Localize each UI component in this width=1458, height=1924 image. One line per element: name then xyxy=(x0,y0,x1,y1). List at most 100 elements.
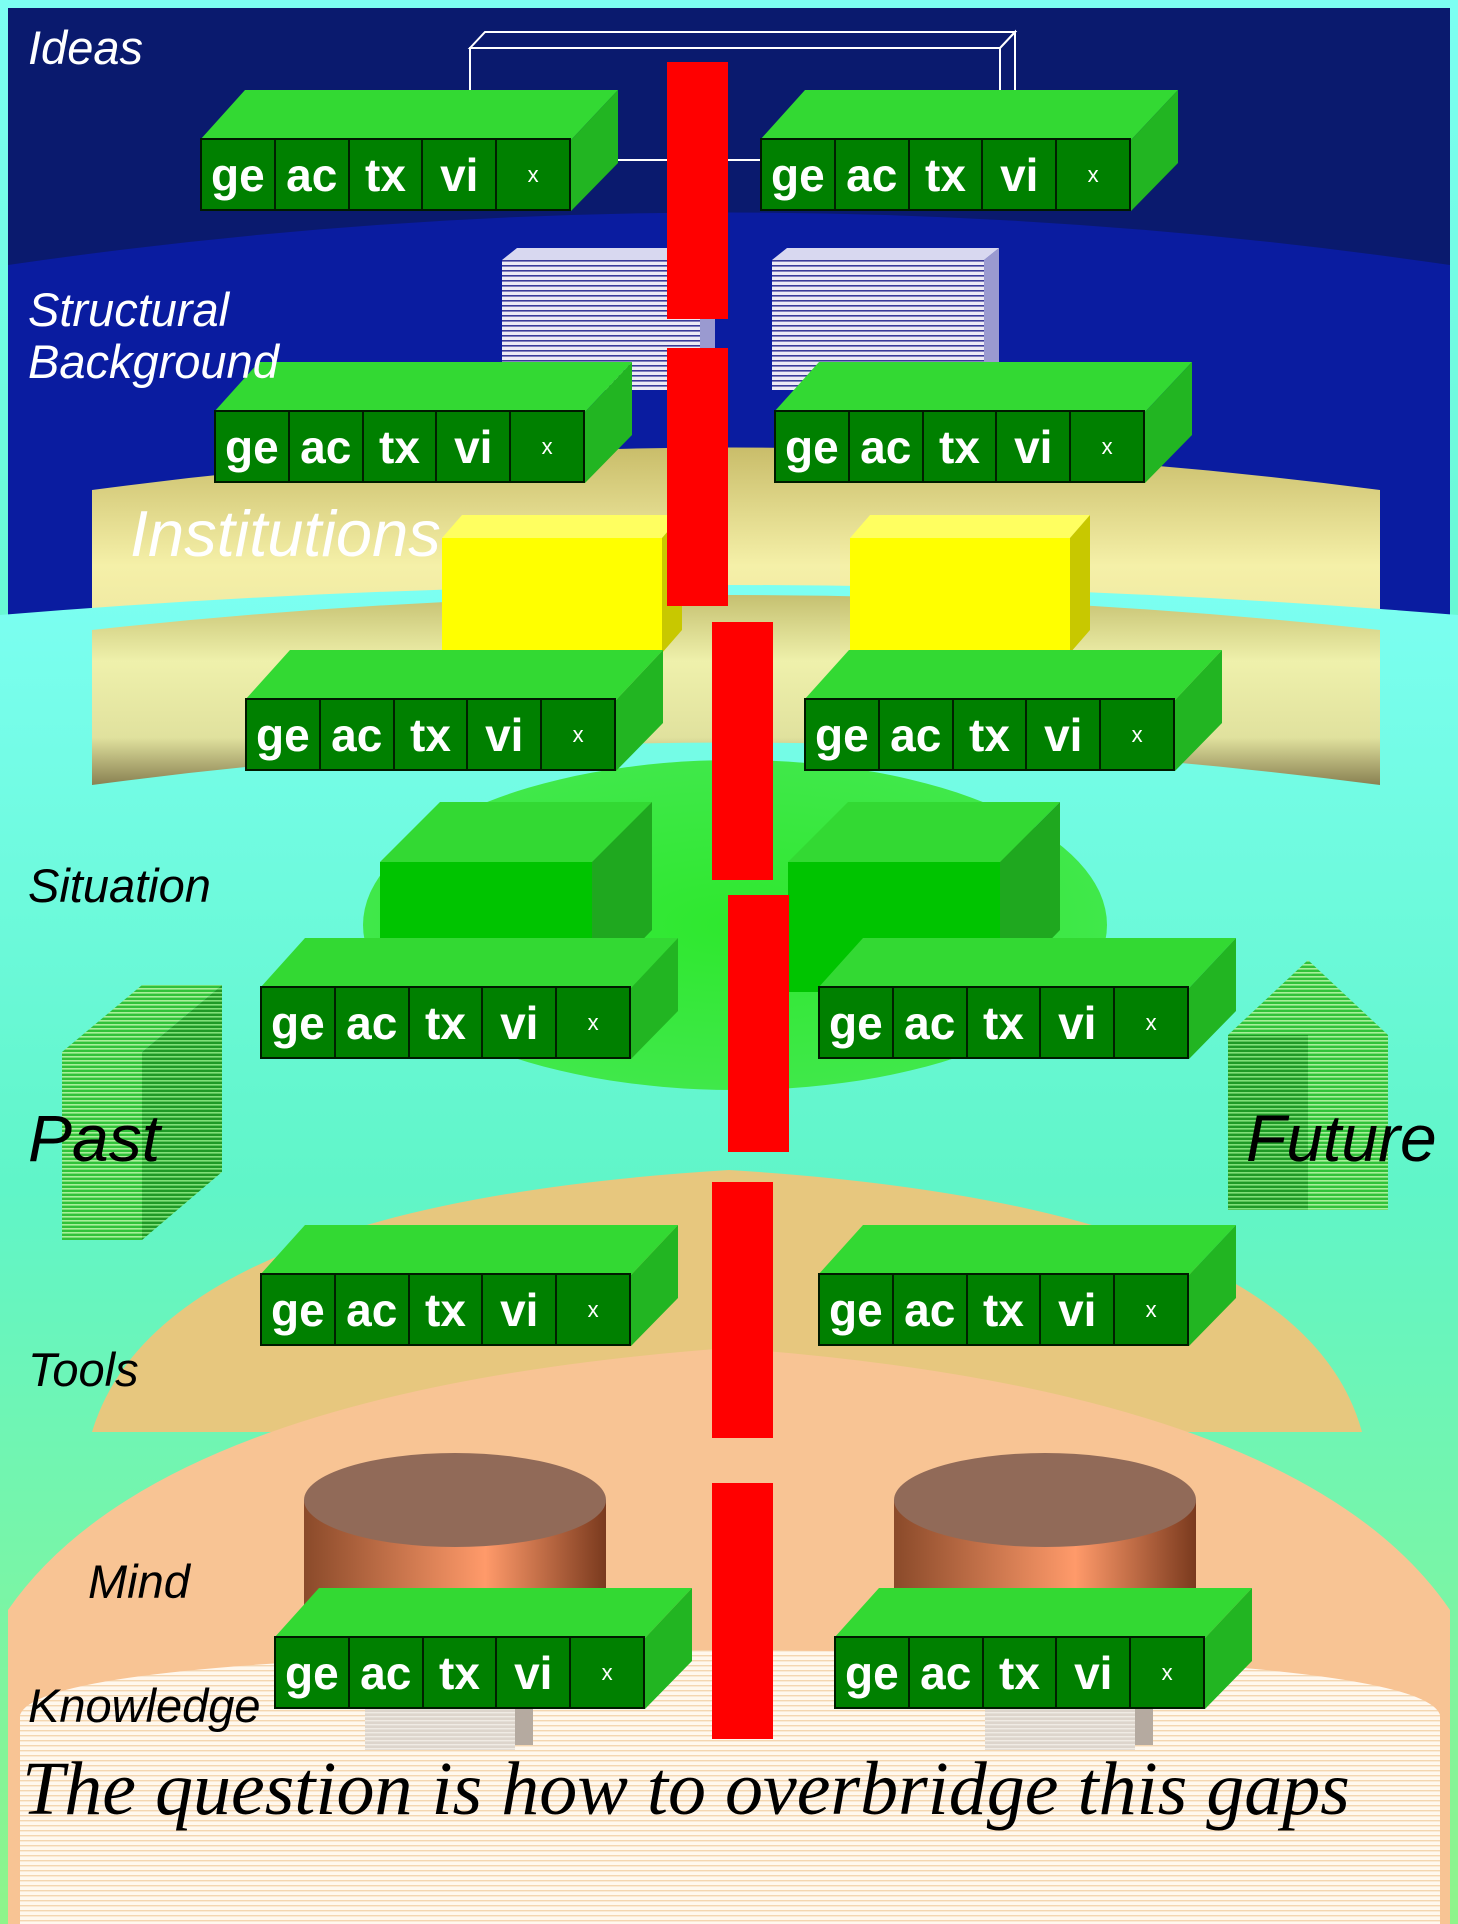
box-top-face xyxy=(760,90,1178,140)
box-cell: tx xyxy=(395,700,469,769)
question-text: The question is how to overbridge this g… xyxy=(22,1747,1350,1831)
box-cell: ac xyxy=(336,1275,410,1344)
box-top-face xyxy=(260,938,678,988)
box-cell: vi xyxy=(483,1275,558,1344)
box-cell: tx xyxy=(364,412,438,481)
box-cell: ge xyxy=(820,1275,894,1344)
box-cell: ac xyxy=(910,1638,984,1707)
mind-label: Mind xyxy=(88,1555,190,1608)
box-cell: ge xyxy=(776,412,850,481)
gap-bar xyxy=(712,1182,773,1438)
box-cell: x xyxy=(527,161,539,187)
box-cell: ac xyxy=(336,988,410,1057)
box-cell: x xyxy=(587,1009,599,1035)
box-top-face xyxy=(214,362,632,412)
time-slabs xyxy=(62,960,1388,1240)
gap-bars xyxy=(667,62,789,1739)
box-cell: x xyxy=(1087,161,1099,187)
box-top-face xyxy=(804,650,1222,700)
box-cell: ge xyxy=(836,1638,910,1707)
box-cell: tx xyxy=(968,988,1042,1057)
box-cell: tx xyxy=(350,140,424,209)
box-cell: x xyxy=(1145,1296,1157,1322)
box-top-face xyxy=(818,1225,1236,1275)
box-cell: tx xyxy=(954,700,1028,769)
future-label: Future xyxy=(1246,1101,1437,1175)
box-cell: vi xyxy=(497,1638,572,1707)
past-label: Past xyxy=(28,1101,161,1175)
box-cell: ge xyxy=(276,1638,350,1707)
box-cell: vi xyxy=(1027,700,1102,769)
box-cell: ge xyxy=(806,700,880,769)
box-cell: ac xyxy=(290,412,364,481)
box-cell: vi xyxy=(1041,988,1116,1057)
box-cell: ac xyxy=(836,140,910,209)
box-cell: tx xyxy=(924,412,998,481)
box-cell: x xyxy=(541,433,553,459)
knowledge-label: Knowledge xyxy=(28,1679,261,1732)
box-top-face xyxy=(200,90,618,140)
box-cell: vi xyxy=(1057,1638,1132,1707)
box-top-face xyxy=(274,1588,692,1638)
box-cell: x xyxy=(1131,721,1143,747)
gap-bar xyxy=(667,62,728,319)
box-cell: tx xyxy=(968,1275,1042,1344)
box-cell: x xyxy=(587,1296,599,1322)
box-top-face xyxy=(818,938,1236,988)
box-top-face xyxy=(245,650,663,700)
gap-bar xyxy=(728,895,789,1152)
box-cell: vi xyxy=(983,140,1058,209)
box-cell: ac xyxy=(894,988,968,1057)
box-cell: x xyxy=(572,721,584,747)
box-cell: ac xyxy=(880,700,954,769)
box-cell: ac xyxy=(276,140,350,209)
box-cell: tx xyxy=(410,988,484,1057)
box-top-face xyxy=(774,362,1192,412)
box-cell: ge xyxy=(216,412,290,481)
institutions-label: Institutions xyxy=(130,497,441,570)
box-top-face xyxy=(834,1588,1252,1638)
box-cell: ge xyxy=(820,988,894,1057)
box-cell: vi xyxy=(468,700,543,769)
box-cell: tx xyxy=(984,1638,1058,1707)
box-cell: ge xyxy=(247,700,321,769)
box-cell: ge xyxy=(202,140,276,209)
box-cell: ac xyxy=(894,1275,968,1344)
box-cell: vi xyxy=(997,412,1072,481)
gap-bar xyxy=(712,1483,773,1739)
ideas-label: Ideas xyxy=(28,21,143,74)
box-cell: tx xyxy=(424,1638,498,1707)
situation-label: Situation xyxy=(28,859,211,912)
box-cell: x xyxy=(1161,1659,1173,1685)
tools-label: Tools xyxy=(28,1343,139,1396)
box-cell: x xyxy=(601,1659,613,1685)
gap-bar xyxy=(712,622,773,880)
box-cell: vi xyxy=(483,988,558,1057)
box-cell: ge xyxy=(262,1275,336,1344)
box-cell: ge xyxy=(262,988,336,1057)
box-cell: ac xyxy=(850,412,924,481)
box-cell: x xyxy=(1101,433,1113,459)
box-cell: vi xyxy=(1041,1275,1116,1344)
